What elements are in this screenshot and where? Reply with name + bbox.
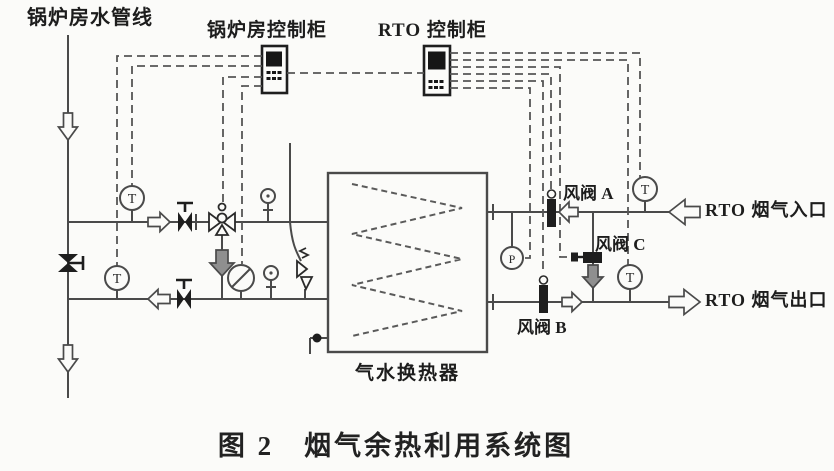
signal-to-damper-c bbox=[450, 66, 571, 258]
svg-text:P: P bbox=[509, 252, 516, 266]
damper-a-valve bbox=[546, 189, 557, 227]
flow-arrows bbox=[56, 112, 702, 374]
label-rto-control-cabinet: RTO 控制柜 bbox=[378, 20, 487, 41]
cabinet-buttons bbox=[428, 80, 444, 89]
svg-text:T: T bbox=[128, 192, 137, 207]
svg-text:T: T bbox=[626, 271, 635, 286]
label-boiler-control-cabinet: 锅炉房控制柜 bbox=[207, 20, 328, 41]
arrow-rto-inlet bbox=[667, 197, 701, 227]
arrow-bypass-down bbox=[581, 264, 605, 290]
label-damper-c: 风阀 C bbox=[595, 235, 646, 254]
gate-valve-supply bbox=[177, 201, 193, 232]
signal-to-pressure-sensor bbox=[450, 87, 531, 259]
drain-valve bbox=[309, 333, 328, 354]
boiler-control-cabinet-icon bbox=[260, 44, 289, 95]
signal-to-return-temp-sensor bbox=[116, 55, 262, 267]
heat-exchanger-box bbox=[309, 171, 489, 354]
temp-sensor-gas-outlet: T bbox=[617, 264, 643, 290]
label-rto-gas-inlet: RTO 烟气入口 bbox=[705, 200, 828, 220]
arrow-rto-outlet bbox=[668, 287, 702, 317]
damper-actuator bbox=[546, 189, 557, 199]
svg-text:T: T bbox=[113, 272, 122, 287]
temp-sensor-supply: T bbox=[119, 185, 145, 211]
signal-to-three-way-valve bbox=[222, 76, 262, 204]
gate-valve-return bbox=[176, 278, 192, 309]
signal-to-pump-instrument bbox=[241, 85, 262, 264]
three-way-control-valve bbox=[208, 202, 236, 236]
signal-to-supply-temp-sensor bbox=[131, 65, 262, 186]
pressure-sensor-gas-inlet: P bbox=[500, 246, 524, 270]
relief-valve-spring bbox=[297, 247, 311, 259]
cabinet-screen bbox=[266, 51, 282, 67]
arrow-gas-outlet-right bbox=[561, 290, 584, 314]
figure-caption: 图 2 烟气余热利用系统图 bbox=[0, 424, 792, 463]
label-heat-exchanger: 气水换热器 bbox=[354, 363, 460, 384]
circulation-pump-symbol bbox=[227, 264, 255, 292]
arrow-return-left bbox=[146, 287, 171, 311]
arrow-boiler-line-down-bottom bbox=[56, 344, 80, 374]
pressure-gauge-supply bbox=[260, 188, 276, 204]
cabinet-screen bbox=[428, 51, 446, 70]
instruments: T T T T P bbox=[104, 176, 658, 292]
arrow-gas-inlet-left bbox=[557, 199, 579, 225]
signal-to-outlet-temp-sensor bbox=[450, 59, 629, 265]
valve-actuator bbox=[217, 202, 227, 212]
relief-valve-inlet-line bbox=[289, 221, 302, 262]
drain-valve-dot bbox=[312, 333, 322, 343]
pressure-gauge-return bbox=[263, 265, 279, 281]
signal-to-inlet-temp-sensor bbox=[450, 52, 641, 178]
arrow-supply-right bbox=[147, 210, 172, 234]
damper-b-valve bbox=[538, 275, 549, 313]
label-damper-a: 风阀 A bbox=[563, 184, 614, 203]
damper-c-valve bbox=[571, 252, 602, 263]
cabinet-buttons bbox=[266, 71, 282, 80]
temp-sensor-gas-inlet: T bbox=[632, 176, 658, 202]
temp-sensor-return: T bbox=[104, 265, 130, 291]
label-rto-gas-outlet: RTO 烟气出口 bbox=[705, 290, 828, 310]
signal-to-damper-a bbox=[450, 73, 552, 190]
figure-number: 图 2 bbox=[217, 431, 275, 461]
arrow-boiler-line-down-top bbox=[56, 112, 80, 142]
gate-valve-boiler-line bbox=[58, 254, 85, 272]
damper-actuator bbox=[571, 252, 578, 262]
control-signal-lines bbox=[116, 52, 641, 274]
arrow-branch-down bbox=[208, 249, 236, 278]
rto-control-cabinet-icon bbox=[422, 44, 452, 97]
relief-valve bbox=[296, 247, 314, 292]
svg-text:T: T bbox=[641, 183, 650, 198]
signal-to-damper-b bbox=[450, 80, 544, 274]
label-damper-b: 风阀 B bbox=[517, 318, 567, 337]
label-boiler-water-line: 锅炉房水管线 bbox=[27, 7, 153, 29]
figure-title: 烟气余热利用系统图 bbox=[304, 431, 575, 461]
damper-actuator bbox=[538, 275, 549, 285]
heat-exchanger-coil bbox=[351, 183, 463, 337]
